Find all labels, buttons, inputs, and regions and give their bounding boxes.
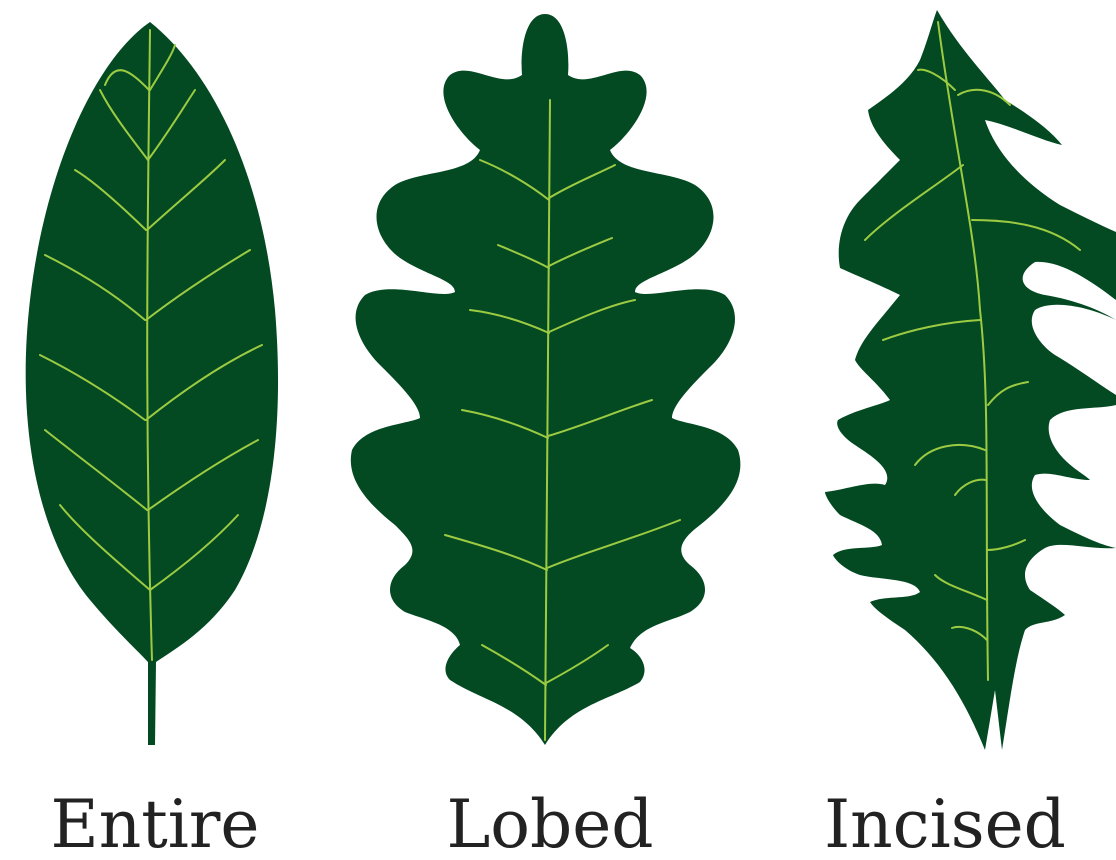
entire-leaf-icon: [26, 22, 278, 745]
leaves-illustration: [0, 0, 1116, 780]
lobed-leaf-label: Lobed: [430, 790, 670, 860]
lobed-leaf-icon: [351, 14, 741, 745]
incised-leaf-label: Incised: [815, 790, 1075, 860]
entire-leaf-label: Entire: [40, 790, 270, 860]
incised-leaf-icon: [825, 10, 1116, 750]
incised-leaf-blade: [825, 10, 1116, 750]
